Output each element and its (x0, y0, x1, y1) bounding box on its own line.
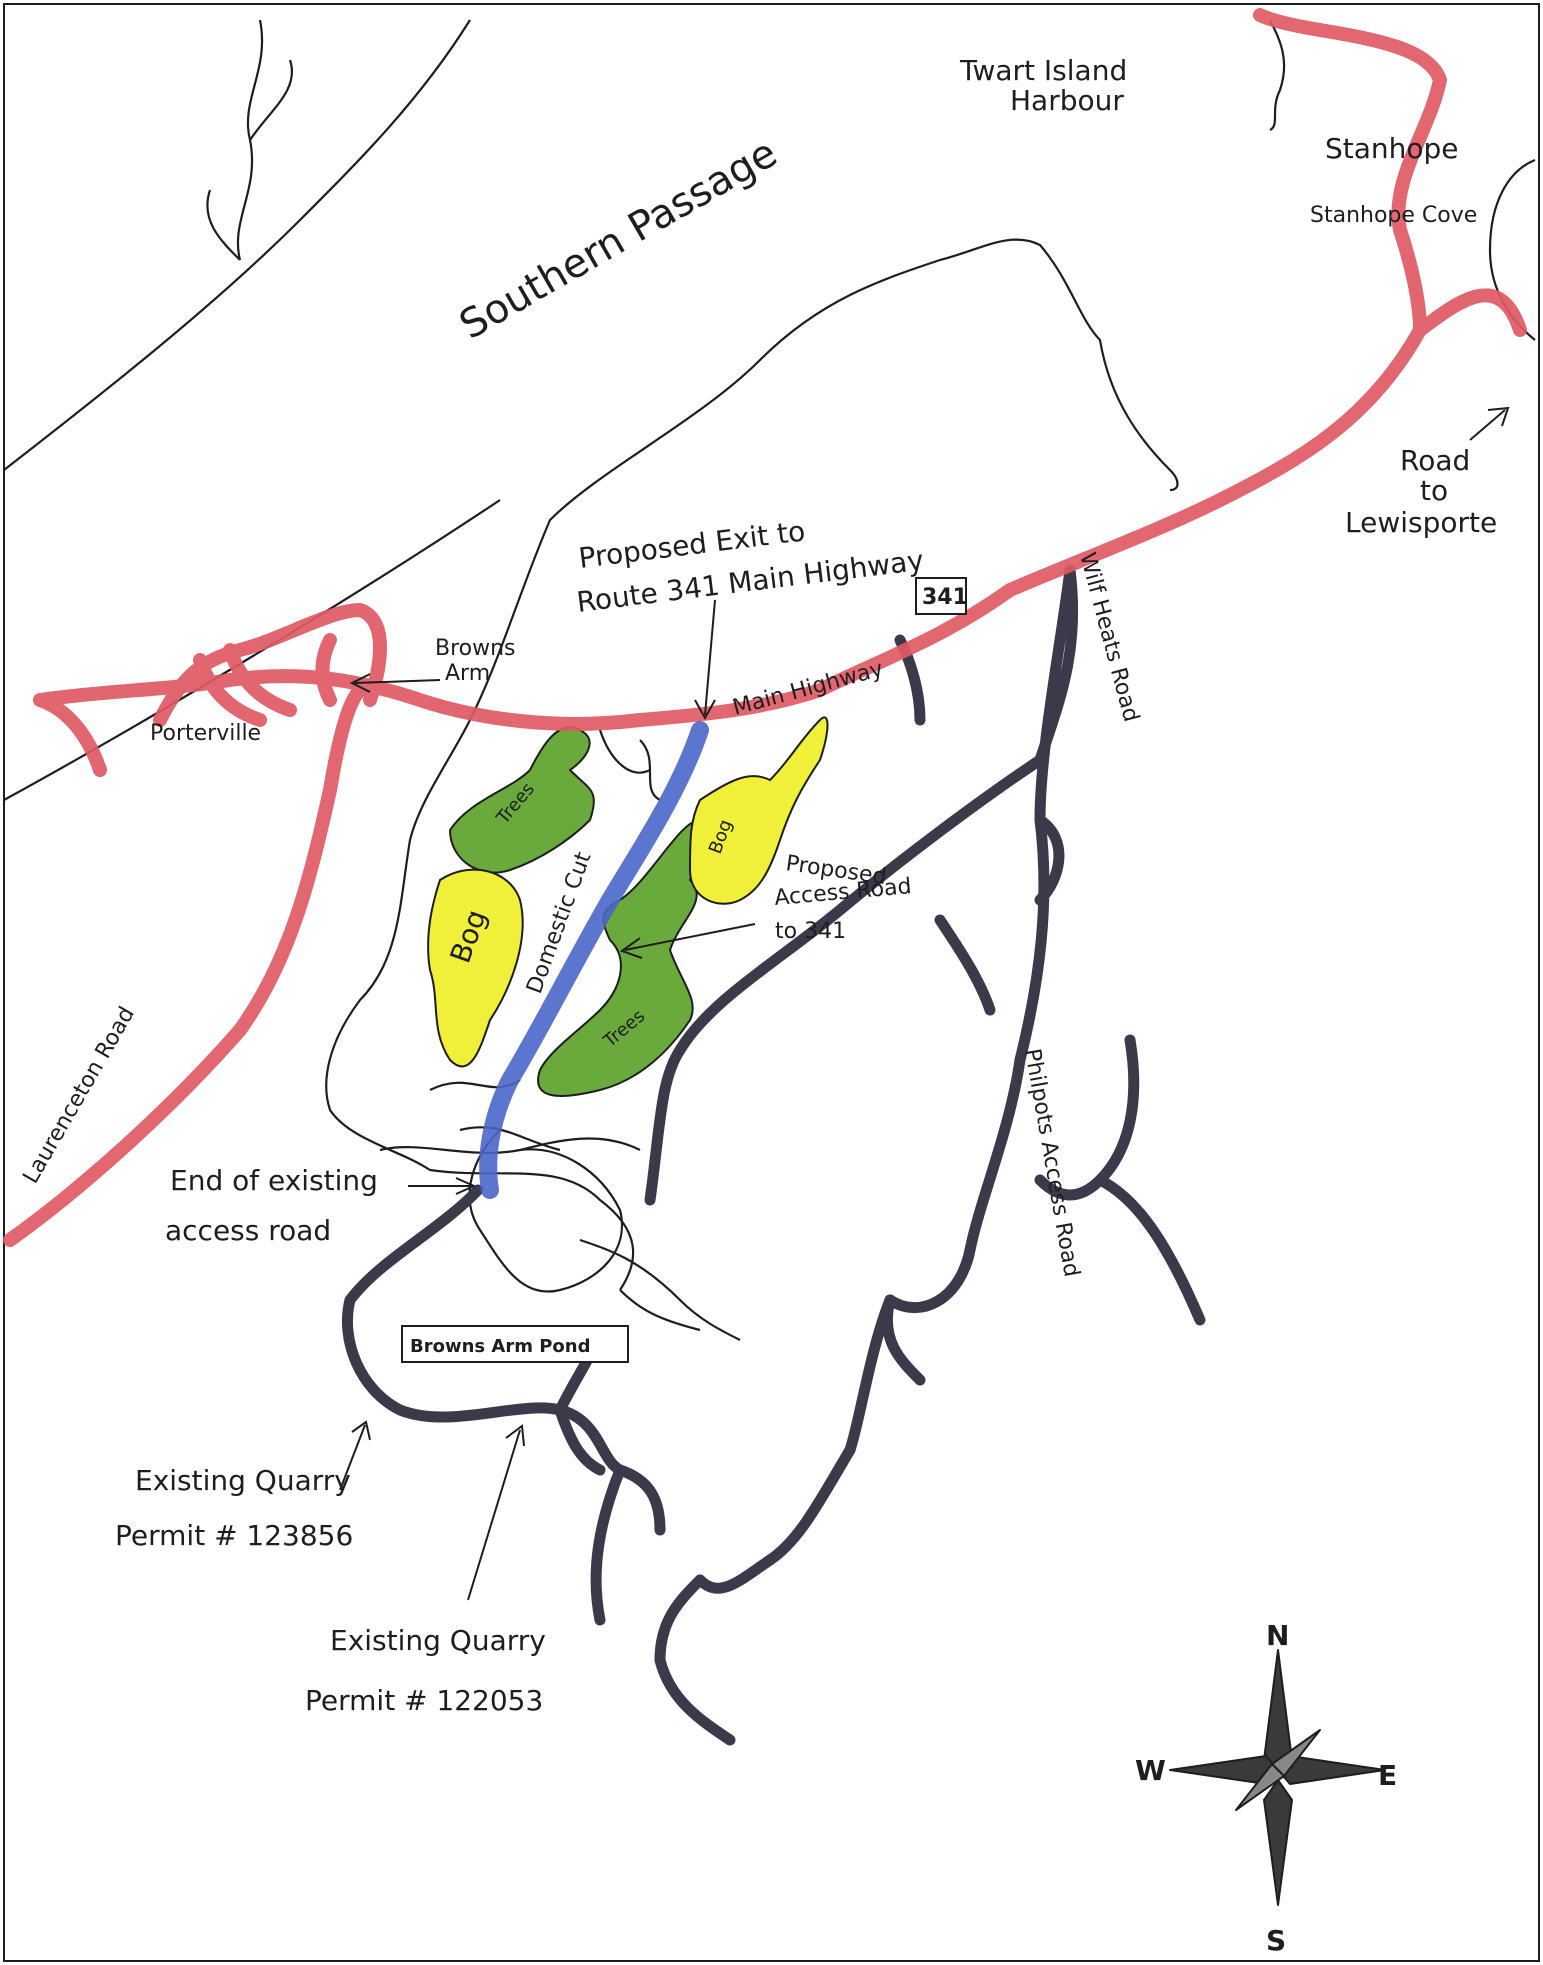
domestic-cut-road (479, 721, 709, 1199)
label-laurenceton-road: Laurenceton Road (19, 1003, 140, 1188)
bog-area-west (427, 868, 524, 1068)
compass-sw-arrow (1235, 1763, 1285, 1811)
road-branch-east-2 (1034, 1034, 1206, 1326)
label-quarry2-line1: Existing Quarry (330, 1624, 546, 1657)
peninsula-west-shore (325, 719, 635, 1291)
philpots-access-road-line (694, 564, 1076, 1594)
label-quarry1-line1: Existing Quarry (135, 1464, 351, 1497)
road-to-lewisporte (1253, 8, 1447, 337)
coast-south-passage-north-shore (3, 499, 501, 801)
existing-access-roads (341, 564, 1206, 1746)
label-harbour: Harbour (1010, 84, 1124, 117)
twart-inlet (1269, 19, 1286, 131)
route-341-shield (915, 577, 967, 615)
label-stanhope: Stanhope (1325, 132, 1459, 165)
arrow-proposed-exit (694, 599, 716, 721)
main-highway-route-341 (33, 288, 1527, 731)
label-route-shield: 341 (922, 585, 968, 610)
road-branch-south (654, 1574, 736, 1746)
coast-north-west (3, 19, 471, 471)
label-porterville: Porterville (150, 721, 261, 746)
road-branch-spur (881, 914, 996, 1386)
label-browns: Browns (435, 636, 516, 661)
compass-label-e: E (1378, 1759, 1397, 1792)
road-branch-pond (554, 1344, 606, 1476)
label-proposed-access-line3: to 341 (775, 919, 846, 944)
compass-label-w: W (1135, 1754, 1166, 1787)
peninsula-outline (469, 238, 1179, 721)
laurenceton-road (3, 683, 367, 1247)
label-southern-passage: Southern Passage (452, 130, 785, 349)
label-end-existing-line2: access road (165, 1214, 331, 1247)
label-twart-island: Twart Island (959, 54, 1127, 87)
compass-label-s: S (1266, 1924, 1286, 1957)
arrow-proposed-access (619, 923, 756, 959)
arrow-end-existing (408, 1177, 477, 1195)
label-stanhope-cove: Stanhope Cove (1310, 203, 1477, 228)
label-road-to: Road (1400, 444, 1470, 477)
trees-area-north (449, 726, 595, 874)
label-lewisporte: Lewisporte (1345, 506, 1497, 539)
vegetation (427, 716, 829, 1097)
label-quarry1-line2: Permit # 123856 (115, 1519, 353, 1552)
road-branch-east-1 (1034, 814, 1065, 906)
highways (3, 8, 1527, 1247)
label-end-existing-line1: End of existing (170, 1164, 378, 1197)
compass-south-arrow (1263, 1779, 1293, 1906)
label-philpots-access-road: Philpots Access Road (1019, 1047, 1084, 1279)
south-bay-lines (579, 1238, 741, 1341)
coast-west-inlet (206, 19, 293, 261)
bog-area-east (689, 716, 829, 905)
arrow-lewisporte (1469, 406, 1510, 441)
label-arm: Arm (445, 661, 490, 686)
pointer-arrows (339, 406, 1510, 1601)
compass-rose (1169, 1649, 1386, 1906)
porterville-roads (153, 603, 387, 727)
porterville-west-branch (33, 693, 107, 777)
label-main-highway: Main Highway (730, 657, 886, 721)
road-branch-sw (590, 1464, 626, 1626)
pond-shore (379, 1137, 641, 1292)
label-to: to (1420, 474, 1448, 507)
wilf-heats-road-line (644, 564, 1079, 1206)
map-frame (3, 3, 1540, 1962)
browns-arm-pond-box (401, 1325, 629, 1363)
bay-inlets (429, 729, 661, 1152)
arrow-browns-arm (349, 673, 441, 693)
inner-bay-line (468, 1129, 561, 1293)
label-quarry2-line2: Permit # 122053 (305, 1684, 543, 1717)
coastlines (3, 19, 1536, 1341)
arrow-quarry-2 (467, 1424, 525, 1601)
label-wilf-heats-road: Wilf Heats Road (1074, 550, 1143, 725)
arrow-quarry-1 (339, 1420, 371, 1491)
label-browns-arm-pond: Browns Arm Pond (410, 1336, 590, 1357)
compass-label-n: N (1266, 1619, 1289, 1652)
